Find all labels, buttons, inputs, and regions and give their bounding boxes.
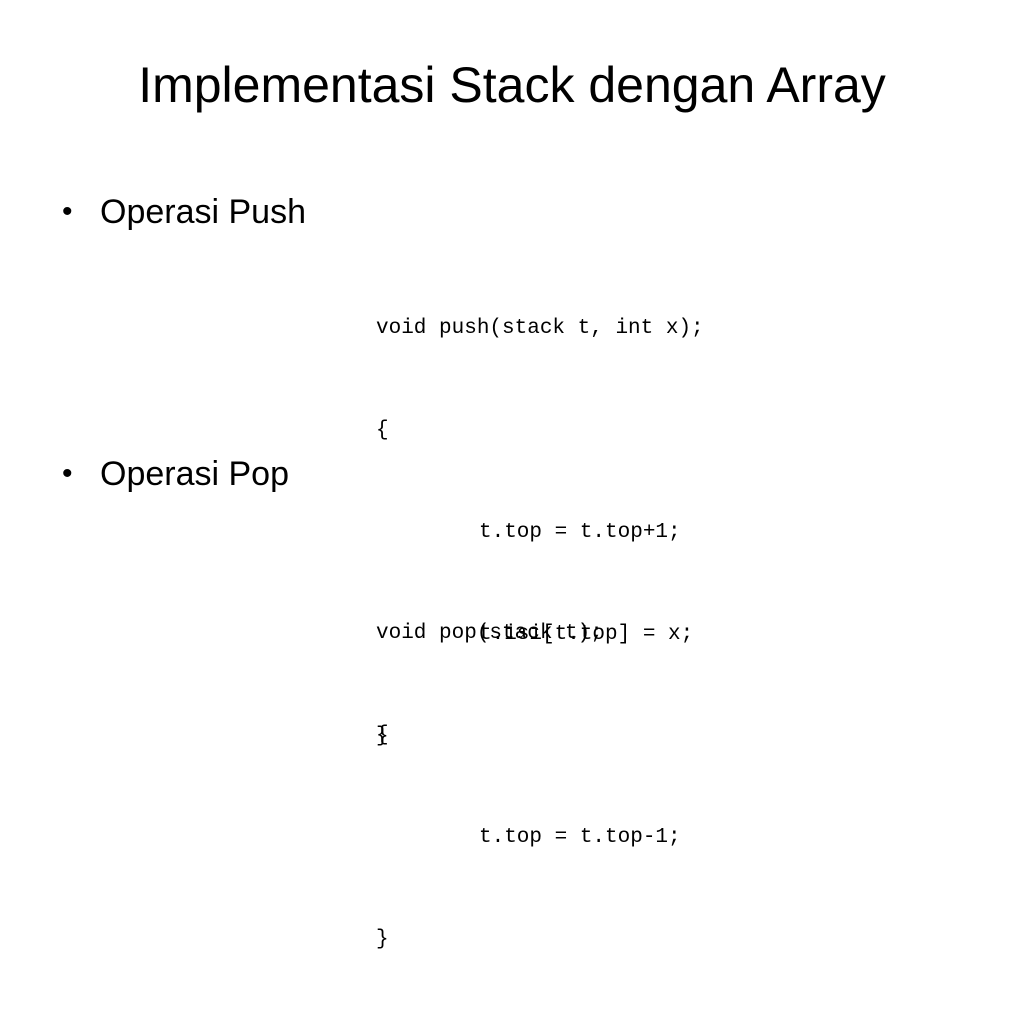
bullet-icon: • — [62, 457, 73, 490]
code-line-indented: t.top = t.top-1; — [376, 821, 681, 855]
code-line: void pop(stack t); — [376, 622, 603, 645]
code-line: } — [376, 928, 389, 951]
bullet-icon: • — [62, 195, 73, 228]
code-line-text: t.top = t.top+1; — [479, 521, 681, 544]
slide: Implementasi Stack dengan Array • Operasi… — [62, 57, 886, 952]
bullet-operasi-push: • Operasi Push — [62, 192, 306, 233]
code-block-push: void push(stack t, int x); { t.top = t.t… — [376, 244, 704, 822]
bullet-label-pop: Operasi Pop — [100, 455, 289, 493]
code-line-text: t.isi[t.top] = x; — [479, 623, 694, 646]
code-line: { — [376, 724, 389, 747]
code-line: { — [376, 419, 389, 442]
code-line-text: t.top = t.top-1; — [479, 826, 681, 849]
code-block-pop: void pop(stack t); { t.top = t.top-1; } — [376, 549, 681, 1025]
slide-title: Implementasi Stack dengan Array — [138, 57, 886, 113]
code-line: } — [376, 725, 389, 748]
bullet-label-push: Operasi Push — [100, 193, 306, 231]
code-line: void push(stack t, int x); — [376, 317, 704, 340]
code-line-indented: t.top = t.top+1; — [376, 516, 704, 550]
code-line-indented: t.isi[t.top] = x; — [376, 618, 704, 652]
bullet-operasi-pop: • Operasi Pop — [62, 454, 289, 495]
